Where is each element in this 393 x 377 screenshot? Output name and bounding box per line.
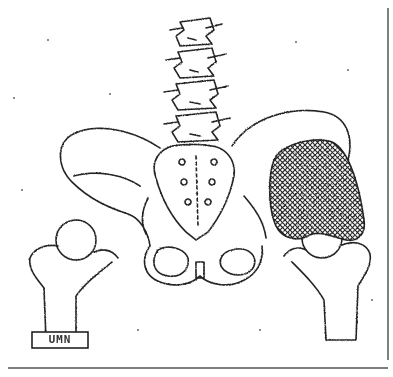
stamp-label: UMN [32, 332, 88, 348]
pubic-region [145, 246, 263, 285]
left-femur [30, 220, 118, 340]
shaded-muscle-region [270, 140, 365, 240]
lumbar-spine [164, 18, 230, 142]
sacrum [154, 145, 234, 241]
left-ilium [60, 128, 160, 246]
